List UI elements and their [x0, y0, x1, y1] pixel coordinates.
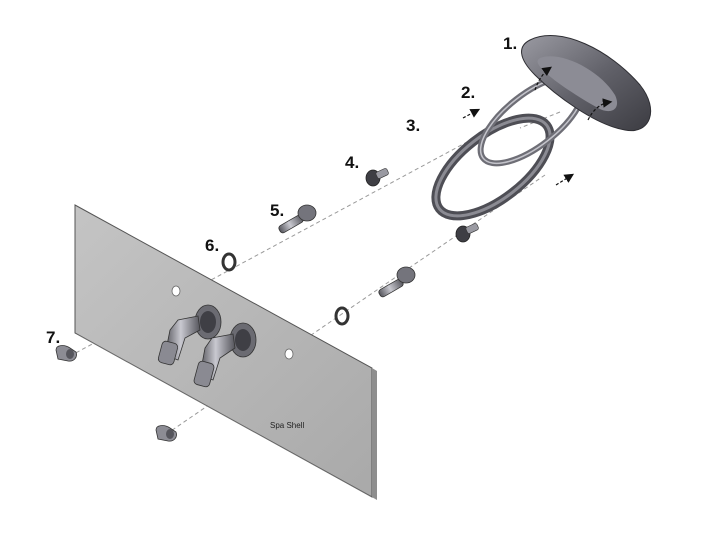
assembly-arrows	[462, 66, 613, 186]
panel-hole-left	[171, 285, 181, 297]
housing-bezel-icon	[521, 35, 652, 132]
callout-4: 4.	[345, 153, 359, 172]
callout-5: 5.	[270, 201, 284, 220]
clip-icon-lower	[155, 425, 177, 442]
callout-6: 6.	[205, 236, 219, 255]
spa-shell-label: Spa Shell	[270, 421, 304, 430]
elbow-fitting-right	[193, 322, 257, 388]
callout-1: 1.	[503, 34, 517, 53]
callout-2: 2.	[461, 83, 475, 102]
callout-7: 7.	[46, 328, 60, 347]
callout-labels: 1. 2. 3. 4. 5. 6. 7.	[46, 34, 517, 347]
washer-icon	[221, 252, 237, 272]
clip-icon	[55, 345, 77, 362]
screw-icon	[278, 204, 317, 234]
screw-icon-lower	[378, 266, 416, 298]
callout-3: 3.	[406, 116, 420, 135]
elbow-fitting-left	[157, 304, 222, 366]
fitting-nozzle-icon-lower	[455, 223, 479, 243]
mounting-ring-icon	[431, 113, 555, 221]
panel-hole-right	[284, 348, 294, 360]
fitting-nozzle-icon	[365, 168, 389, 187]
washer-icon-lower	[334, 306, 350, 326]
